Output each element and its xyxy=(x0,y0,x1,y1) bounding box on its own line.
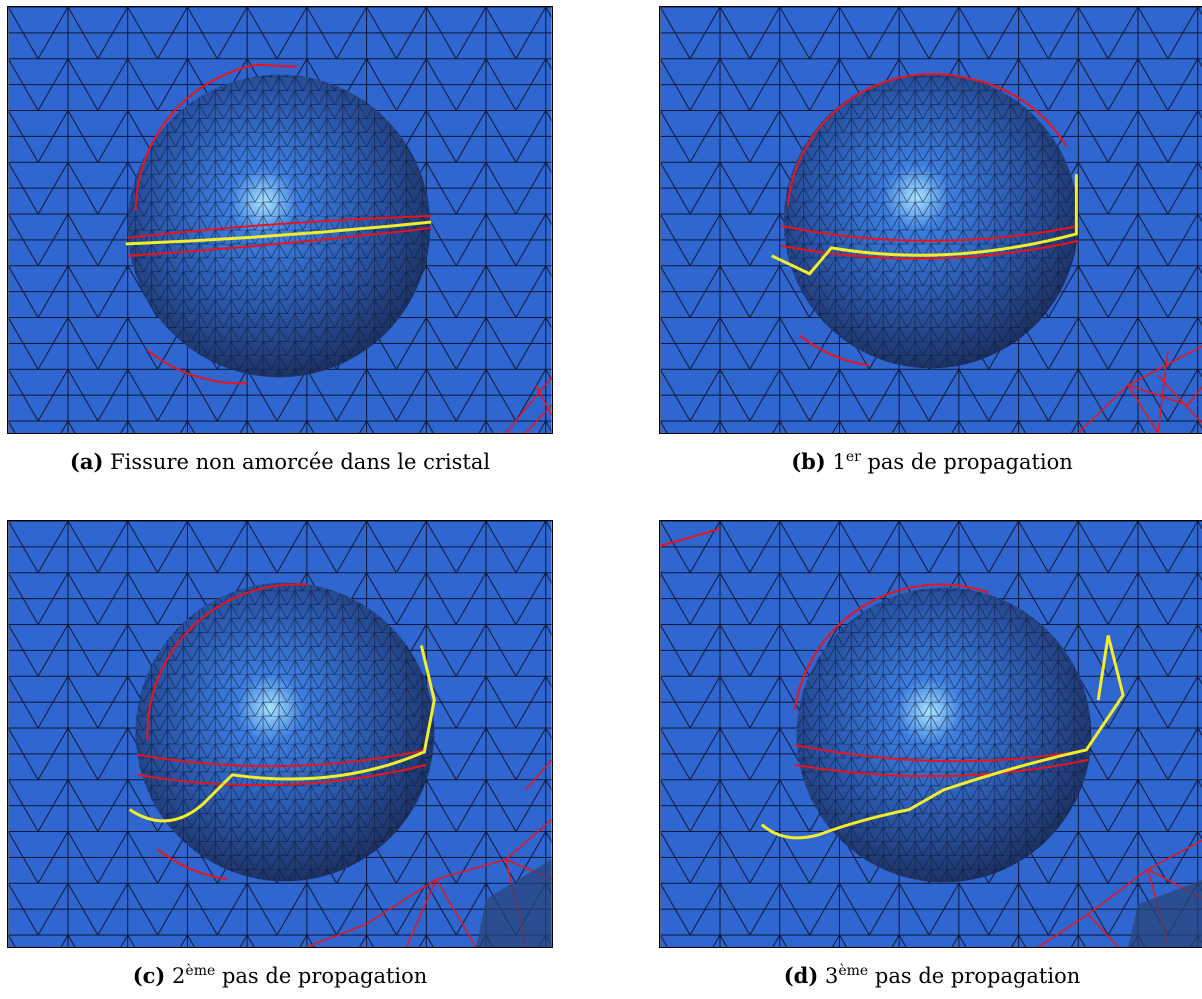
caption-superscript: ème xyxy=(185,963,216,979)
figure-panel-b xyxy=(659,6,1202,434)
mesh-render-a xyxy=(8,7,552,433)
caption-label: (a) xyxy=(69,449,104,474)
caption-b: (b) 1er pas de propagation xyxy=(652,448,1202,476)
caption-ordinal: 2 xyxy=(172,964,186,988)
caption-label: (d) xyxy=(783,963,819,988)
caption-d: (d) 3ème pas de propagation xyxy=(652,962,1202,990)
mesh-render-b xyxy=(660,7,1202,433)
caption-superscript: er xyxy=(845,449,861,465)
caption-text: pas de propagation xyxy=(868,964,1081,988)
caption-ordinal: 3 xyxy=(825,964,839,988)
caption-text: Fissure non amorcée dans le cristal xyxy=(110,450,491,474)
caption-text: pas de propagation xyxy=(860,450,1073,474)
caption-label: (c) xyxy=(132,963,166,988)
figure-panel-a xyxy=(7,6,553,434)
caption-c: (c) 2ème pas de propagation xyxy=(0,962,560,990)
caption-superscript: ème xyxy=(838,963,869,979)
caption-text: pas de propagation xyxy=(215,964,428,988)
figure-panel-d xyxy=(659,520,1202,948)
caption-ordinal: 1 xyxy=(832,450,846,474)
caption-label: (b) xyxy=(791,449,826,474)
mesh-render-c xyxy=(8,521,552,947)
figure-panel-c xyxy=(7,520,553,948)
mesh-render-d xyxy=(660,521,1202,947)
caption-a: (a) Fissure non amorcée dans le cristal xyxy=(0,448,560,476)
